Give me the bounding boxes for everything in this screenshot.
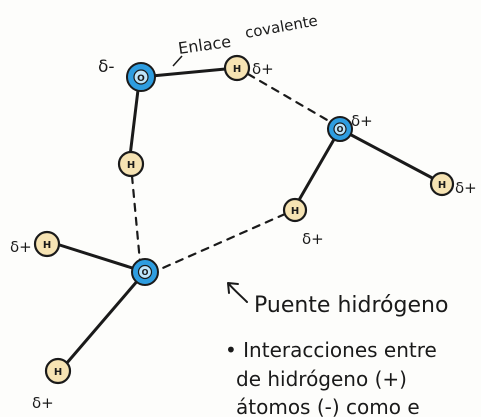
oxygen-atom-3: O bbox=[131, 258, 159, 286]
hydrogen-atom-5: H bbox=[429, 171, 455, 197]
covalent-bond-o2-h5 bbox=[338, 127, 440, 183]
svg-text:O: O bbox=[142, 268, 149, 277]
oxygen-atom-1: O bbox=[126, 62, 156, 92]
delta-minus-label: δ- bbox=[98, 57, 115, 77]
hydrogen-bridge-h4-o3 bbox=[154, 212, 287, 273]
hydrogen-bridge-label: Puente hidrógeno bbox=[254, 293, 448, 318]
hydrogen-bridge-arrow bbox=[227, 282, 248, 303]
covalent-bond-label-1: Enlace bbox=[177, 32, 232, 58]
svg-text:H: H bbox=[291, 206, 299, 217]
covalent-bond-o1-h1 bbox=[139, 66, 238, 79]
delta-plus-label-h1: δ+ bbox=[252, 60, 274, 78]
note-line-3: átomos (-) como e bbox=[236, 395, 420, 417]
delta-plus-label-h4: δ+ bbox=[302, 230, 324, 248]
hydrogen-atom-3: H bbox=[33, 230, 61, 258]
svg-text:O: O bbox=[337, 125, 344, 134]
hydrogen-atom-4: H bbox=[282, 197, 308, 223]
svg-text:H: H bbox=[233, 64, 241, 75]
covalent-bond-o3-h3 bbox=[45, 239, 147, 274]
covalent-bond-o3-h6 bbox=[58, 270, 147, 373]
hydrogen-bridge-h2-o3 bbox=[130, 174, 142, 264]
hydrogen-bridge-h1-o2 bbox=[246, 72, 336, 126]
svg-text:O: O bbox=[137, 74, 145, 84]
covalent-bond-pointer bbox=[172, 55, 183, 67]
hydrogen-atom-2: H bbox=[117, 150, 145, 178]
covalent-bond-label-2: covalente bbox=[244, 11, 320, 41]
hydrogen-atom-6: H bbox=[44, 357, 72, 385]
delta-plus-label-h6: δ+ bbox=[32, 394, 54, 412]
covalent-bond-o1-h2 bbox=[128, 88, 140, 158]
svg-text:H: H bbox=[438, 180, 446, 191]
delta-plus-label-h5: δ+ bbox=[455, 179, 477, 197]
note-line-1: • Interacciones entre bbox=[225, 338, 437, 362]
svg-text:H: H bbox=[43, 240, 51, 251]
note-line-2: de hidrógeno (+) bbox=[236, 367, 407, 391]
covalent-bond-o2-h4 bbox=[293, 127, 342, 209]
delta-plus-label-h3: δ+ bbox=[10, 238, 32, 256]
oxygen-atom-2: O bbox=[327, 116, 353, 142]
delta-plus-label-o2: δ+ bbox=[351, 112, 373, 130]
svg-text:H: H bbox=[127, 160, 135, 171]
svg-text:H: H bbox=[54, 367, 62, 378]
hydrogen-atom-1: H bbox=[223, 54, 251, 82]
